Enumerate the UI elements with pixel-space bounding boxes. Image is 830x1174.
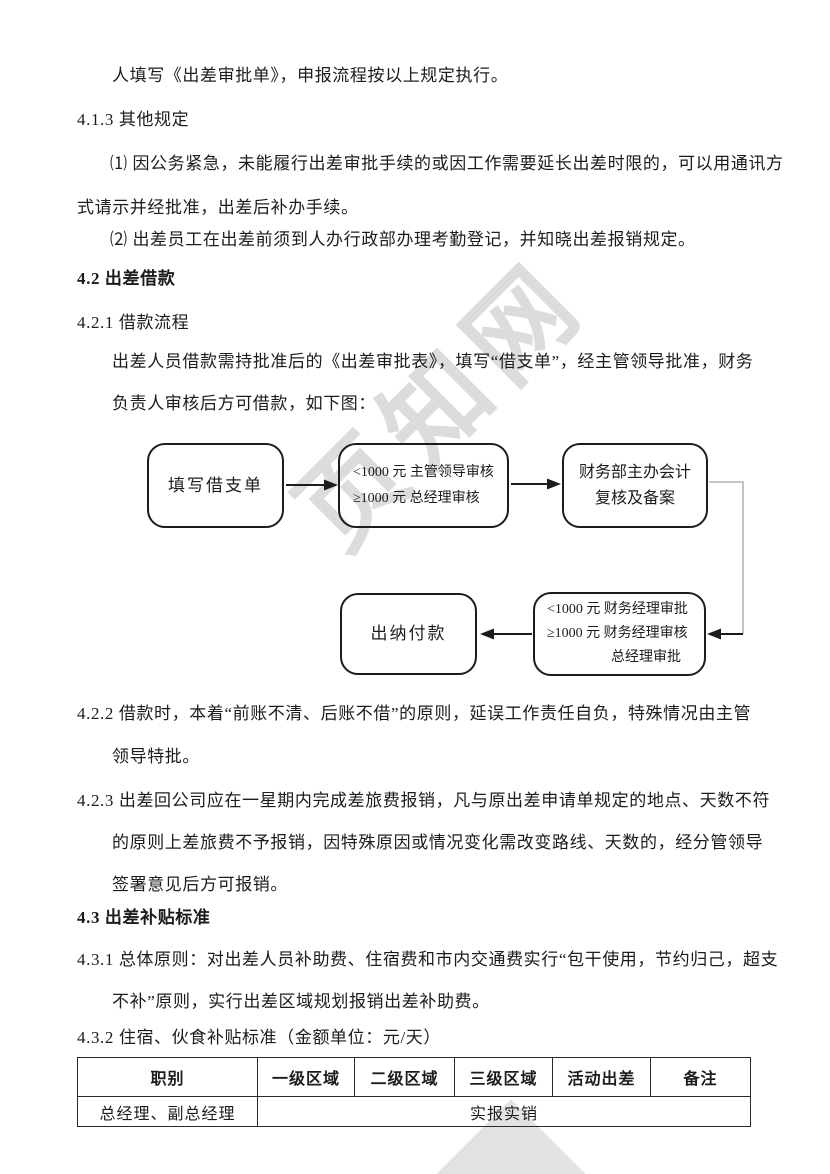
table-row: 总经理、副总经理 实报实销	[77, 1096, 751, 1127]
column-header-zone-2: 二级区域	[354, 1057, 455, 1097]
cell-reimbursement-policy: 实报实销	[257, 1096, 751, 1127]
flow-box-label: 出纳付款	[370, 624, 447, 643]
cell-position: 总经理、副总经理	[77, 1096, 258, 1127]
clause-1-line-2: 式请示并经批准，出差后补办手续。	[77, 198, 359, 217]
column-header-position: 职别	[77, 1057, 258, 1097]
clause-1-line-1: ⑴ 因公务紧急，未能履行出差审批手续的或因工作需要延长出差时限的，可以用通讯方	[110, 154, 784, 173]
flow-box-label: ≥1000 元 总经理审核	[353, 490, 480, 506]
paragraph-4-2-1-line-2: 负责人审核后方可借款，如下图：	[112, 394, 376, 413]
flow-box-finance-record: 财务部主办会计 复核及备案	[562, 443, 708, 528]
flow-box-label: 复核及备案	[594, 489, 675, 507]
table-header-row: 职别 一级区域 二级区域 三级区域 活动出差 备注	[77, 1057, 751, 1097]
paragraph-4-3-1-line-2: 不补”原则，实行出差区域规划报销出差补助费。	[112, 992, 490, 1011]
paragraph-4-2-3-line-2: 的原则上差旅费不予报销，因特殊原因或情况变化需改变路线、天数的，经分管领导	[112, 833, 764, 852]
flow-box-label: ≥1000 元 财务经理审核	[547, 626, 688, 641]
column-header-remarks: 备注	[650, 1057, 751, 1097]
section-heading-4-2: 4.2 出差借款	[77, 269, 176, 288]
flow-box-cashier-payment: 出纳付款	[340, 593, 477, 675]
flow-box-final-approval: <1000 元 财务经理审批 ≥1000 元 财务经理审核 总经理审批	[533, 592, 706, 676]
arrow-left-icon	[480, 628, 494, 640]
arrow-left-icon	[707, 628, 721, 640]
flow-box-label: 总经理审批	[611, 650, 681, 665]
section-heading-4-1-3: 4.1.3 其他规定	[77, 110, 190, 129]
section-heading-4-3: 4.3 出差补贴标准	[77, 908, 211, 927]
flow-box-label: 填写借支单	[168, 475, 263, 495]
flow-box-label: <1000 元 财务经理审批	[547, 602, 688, 617]
paragraph-4-2-1-line-1: 出差人员借款需持批准后的《出差审批表》，填写“借支单”，经主管领导批准，财务	[112, 352, 754, 371]
flow-box-label: 财务部主办会计	[578, 463, 691, 481]
paragraph-line: 人填写《出差审批单》，申报流程按以上规定执行。	[112, 66, 509, 85]
column-header-zone-1: 一级区域	[257, 1057, 355, 1097]
section-heading-4-3-2: 4.3.2 住宿、伙食补贴标准（金额单位：元/天）	[77, 1028, 441, 1047]
paragraph-4-2-2-line-2: 领导特批。	[112, 747, 200, 766]
paragraph-4-2-3-line-1: 4.2.3 出差回公司应在一星期内完成差旅费报销，凡与原出差申请单规定的地点、天…	[77, 791, 771, 810]
flow-box-leader-review: <1000 元 主管领导审核 ≥1000 元 总经理审核	[338, 443, 509, 528]
paragraph-4-2-2-line-1: 4.2.2 借款时，本着“前账不清、后账不借”的原则，延误工作责任自负，特殊情况…	[77, 704, 752, 723]
flow-box-label: <1000 元 主管领导审核	[353, 464, 494, 480]
clause-2-line: ⑵ 出差员工在出差前须到人办行政部办理考勤登记，并知晓出差报销规定。	[110, 230, 696, 249]
section-heading-4-2-1: 4.2.1 借款流程	[77, 313, 190, 332]
paragraph-4-3-1-line-1: 4.3.1 总体原则：对出差人员补助费、住宿费和市内交通费实行“包干使用，节约归…	[77, 950, 779, 969]
subsidy-standards-table: 职别 一级区域 二级区域 三级区域 活动出差 备注 总经理、副总经理 实报实销	[77, 1057, 751, 1127]
arrow-right-icon	[547, 478, 561, 490]
flow-box-fill-loan-form: 填写借支单	[147, 443, 284, 528]
column-header-zone-3: 三级区域	[454, 1057, 553, 1097]
column-header-activity: 活动出差	[552, 1057, 651, 1097]
paragraph-4-2-3-line-3: 签署意见后方可报销。	[112, 875, 288, 894]
